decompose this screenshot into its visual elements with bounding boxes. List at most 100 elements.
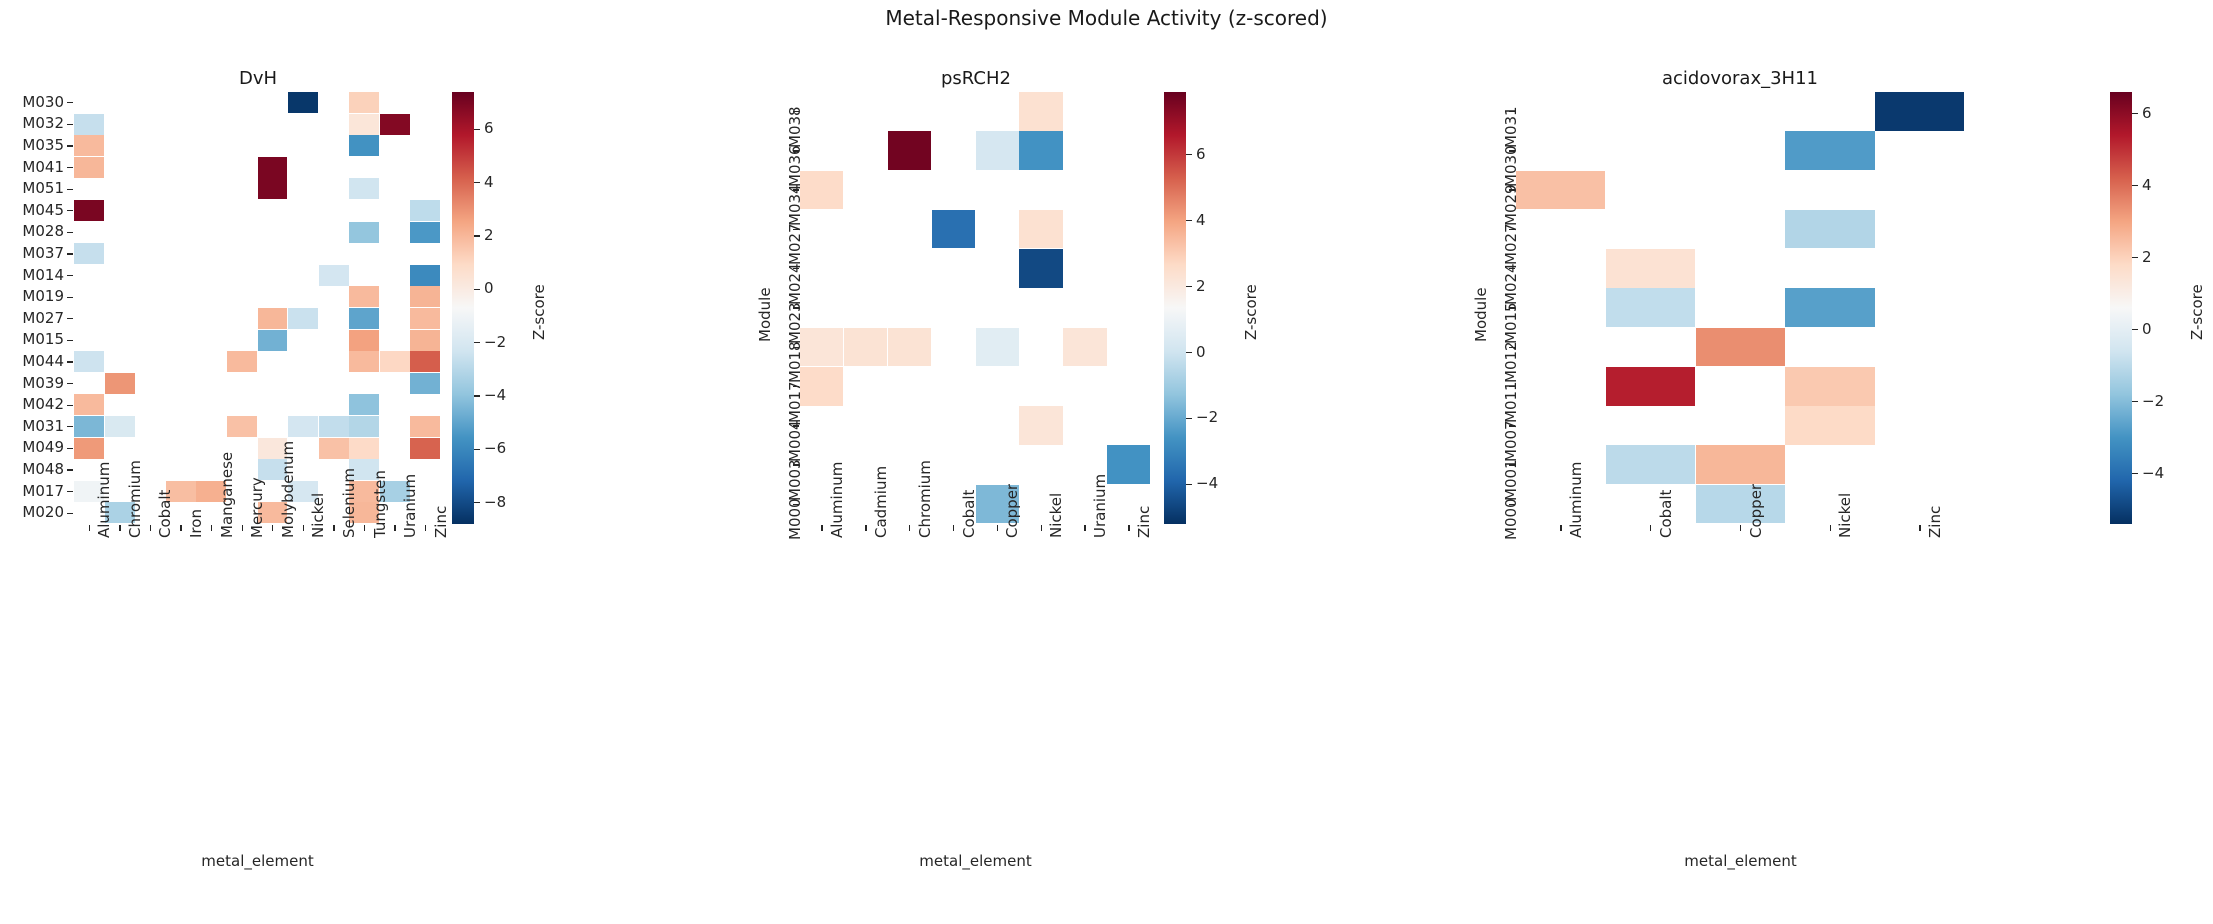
heatmap-cell xyxy=(349,437,380,459)
y-tick-label: M034 xyxy=(786,184,804,227)
y-tick-mark xyxy=(1509,346,1515,348)
colorbar-tick-label: 6 xyxy=(484,119,494,138)
heatmap-cell xyxy=(800,170,844,210)
heatmap-cell xyxy=(1605,445,1695,485)
colorbar-tick-mark xyxy=(1186,351,1192,354)
y-tick-label: M049 xyxy=(22,438,64,457)
heatmap-cell xyxy=(349,113,380,135)
y-axis-label-2: Module xyxy=(756,287,774,342)
colorbar-tick-mark xyxy=(474,501,480,504)
colorbar-tick-label: −4 xyxy=(2142,463,2165,482)
y-tick-mark xyxy=(67,318,73,320)
y-tick-mark xyxy=(67,231,73,234)
heatmap-cell xyxy=(410,308,441,329)
heatmap-cell xyxy=(288,308,319,329)
y-tick-label: M030 xyxy=(1502,145,1520,187)
x-tick-label: Copper xyxy=(1746,483,1765,538)
x-tick-label: Nickel xyxy=(1836,492,1855,538)
x-tick-label: Selenium xyxy=(339,468,358,538)
y-tick-mark xyxy=(1509,425,1515,427)
panel-title-1: DvH xyxy=(238,68,278,89)
heatmap-cell xyxy=(74,394,104,416)
y-tick-mark xyxy=(67,145,73,147)
heatmap-cell xyxy=(74,135,104,157)
heatmap-cell xyxy=(410,351,441,373)
heatmap-cell xyxy=(318,416,349,437)
colorbar-tick-label: 2 xyxy=(484,226,494,244)
heatmap-cell xyxy=(349,135,380,157)
colorbar-tick-label: −6 xyxy=(484,439,507,458)
x-tick-label: Nickel xyxy=(309,492,328,538)
heatmap-cell xyxy=(318,264,349,286)
colorbar-tick-mark xyxy=(2132,256,2138,259)
y-tick-mark xyxy=(1509,150,1515,152)
heatmap-cell xyxy=(165,480,196,502)
y-tick-mark xyxy=(67,426,73,428)
heatmap-cell xyxy=(975,484,1019,524)
y-tick-label: M030 xyxy=(22,92,64,111)
y-tick-mark xyxy=(67,274,73,277)
colorbar-tick-label: −8 xyxy=(484,492,507,511)
y-tick-mark xyxy=(793,464,799,466)
panel-title-2: psRCH2 xyxy=(941,68,1011,89)
y-tick-label: M036 xyxy=(786,145,804,187)
heatmap-cell xyxy=(288,480,319,502)
heatmap-cell xyxy=(74,113,104,135)
colorbar-tick-label: 6 xyxy=(1196,144,1206,163)
colorbar-tick-label: 4 xyxy=(2142,175,2152,194)
y-tick-label: M031 xyxy=(1502,106,1520,148)
y-tick-mark xyxy=(67,490,73,493)
heatmap-cell xyxy=(104,416,135,437)
heatmap-cell xyxy=(104,502,135,524)
y-tick-label: M027 xyxy=(22,308,64,327)
x-tick-mark xyxy=(1919,525,1921,531)
colorbar-tick-mark xyxy=(2132,328,2138,331)
heatmap-cell xyxy=(379,351,410,373)
heatmap-cell xyxy=(196,480,227,502)
heatmap-cell xyxy=(349,308,380,329)
y-tick-mark xyxy=(1509,189,1515,191)
y-tick-mark xyxy=(793,346,799,348)
x-tick-label: Zinc xyxy=(1135,505,1154,538)
y-tick-label: M041 xyxy=(22,157,64,176)
heatmap-cell xyxy=(349,329,380,351)
x-tick-mark xyxy=(272,525,274,531)
y-tick-mark xyxy=(67,253,73,255)
heatmap-cell xyxy=(349,394,380,416)
heatmap-cell xyxy=(410,329,441,351)
colorbar-tick-mark xyxy=(1186,483,1192,486)
colorbar-label-1: Z-score xyxy=(530,284,548,340)
heatmap-cell xyxy=(257,329,288,351)
heatmap-cell xyxy=(800,327,844,367)
y-tick-mark xyxy=(1509,307,1515,309)
x-axis-label-3: metal_element xyxy=(1684,852,1797,870)
heatmap-cell xyxy=(379,480,410,502)
x-tick-label: Chromium xyxy=(915,460,934,538)
colorbar-tick-mark xyxy=(1186,417,1192,420)
y-tick-mark xyxy=(67,123,73,126)
y-tick-label: M031 xyxy=(22,416,64,435)
y-tick-label: M015 xyxy=(22,330,64,349)
y-tick-mark xyxy=(67,382,73,385)
x-tick-label: Cadmium xyxy=(871,465,890,538)
x-tick-mark xyxy=(908,525,911,531)
y-tick-label: M037 xyxy=(22,244,64,262)
y-tick-mark xyxy=(793,150,799,152)
x-tick-mark xyxy=(180,525,182,531)
heatmap-cell xyxy=(74,200,104,221)
x-tick-label: Manganese xyxy=(217,451,236,538)
x-tick-label: Cobalt xyxy=(959,489,978,538)
heatmap-cell xyxy=(1785,406,1875,445)
heatmap-cell xyxy=(226,416,257,437)
heatmap-cell xyxy=(975,327,1019,367)
x-tick-mark xyxy=(425,525,427,531)
y-tick-label: M001 xyxy=(1502,459,1520,502)
x-tick-mark xyxy=(865,525,867,531)
colorbar-tick-mark xyxy=(2132,112,2138,115)
y-tick-label: M003 xyxy=(786,459,804,502)
heatmap-cell xyxy=(1875,92,1965,131)
x-tick-mark xyxy=(821,525,823,531)
x-tick-label: Zinc xyxy=(1926,505,1945,538)
y-tick-label: M012 xyxy=(1502,341,1520,384)
heatmap-cell xyxy=(1785,209,1875,249)
